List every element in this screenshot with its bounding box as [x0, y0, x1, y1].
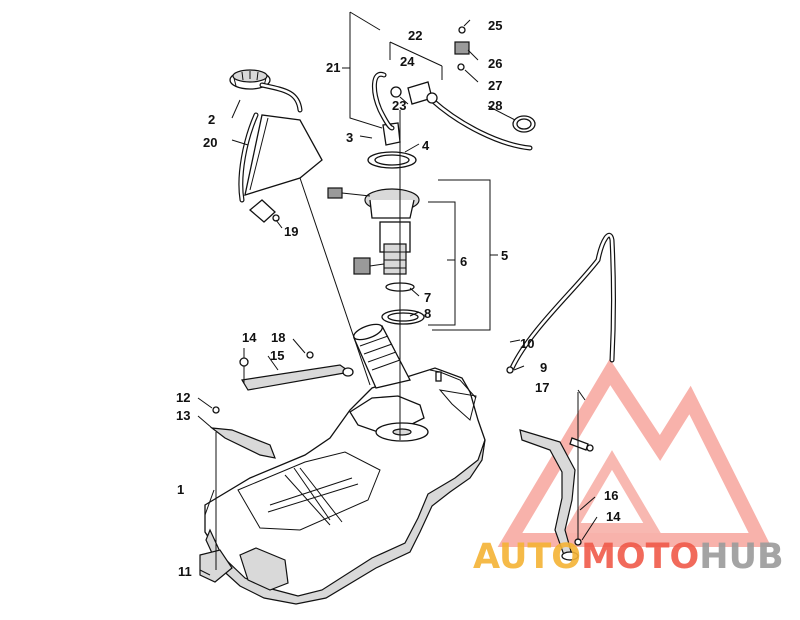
vent-valve [454, 26, 470, 71]
callout-25: 25 [488, 18, 502, 33]
fitting-9 [506, 366, 514, 374]
callout-15: 15 [270, 348, 284, 363]
callout-1: 1 [177, 482, 184, 497]
leader-lines [197, 19, 598, 576]
watermark-auto: AUTO [473, 537, 581, 577]
watermark-text: AUTOMOTOHUB [473, 537, 784, 577]
callout-10: 10 [520, 336, 534, 351]
bracket-lines [342, 11, 498, 331]
callout-23: 23 [392, 98, 406, 113]
callout-9: 9 [540, 360, 547, 375]
fuel-filter [390, 81, 438, 105]
watermark-moto: MOTO [581, 537, 699, 577]
fuel-pump-assembly [327, 122, 425, 325]
callout-16: 16 [604, 488, 618, 503]
callout-24: 24 [400, 54, 415, 69]
callout-17: 17 [535, 380, 549, 395]
callout-13: 13 [176, 408, 190, 423]
callout-26: 26 [488, 56, 502, 71]
watermark-hub: HUB [699, 537, 783, 577]
fuel-cap [229, 69, 271, 90]
fuel-tank [199, 367, 486, 605]
callout-6: 6 [460, 254, 467, 269]
callout-18: 18 [271, 330, 285, 345]
bolt-18 [306, 351, 314, 359]
callout-22: 22 [408, 28, 422, 43]
filler-shroud [244, 114, 323, 196]
callout-28: 28 [488, 98, 502, 113]
strap-17 [519, 429, 594, 561]
callout-19: 19 [284, 224, 298, 239]
callout-2: 2 [208, 112, 215, 127]
callout-8: 8 [424, 306, 431, 321]
clip-19 [248, 199, 280, 223]
callout-11: 11 [178, 564, 192, 579]
callout-14b: 14 [606, 509, 621, 524]
callout-14a: 14 [242, 330, 257, 345]
callout-4: 4 [422, 138, 430, 153]
callout-12: 12 [176, 390, 190, 405]
strap-15 [239, 357, 354, 391]
callout-5: 5 [501, 248, 508, 263]
callout-3: 3 [346, 130, 353, 145]
watermark-triangle-outer [497, 358, 772, 547]
bracket-13 [209, 406, 276, 459]
callout-21: 21 [326, 60, 340, 75]
callout-7: 7 [424, 290, 431, 305]
watermark-logo [497, 358, 772, 547]
filler-neck-hose [353, 323, 411, 389]
callout-27: 27 [488, 78, 502, 93]
callout-labels: 1 2 3 4 5 6 7 8 9 10 11 12 13 14 14 15 1… [176, 18, 621, 579]
watermark-triangle-inner [563, 450, 661, 533]
callout-20: 20 [203, 135, 217, 150]
clamp-28 [512, 115, 536, 133]
